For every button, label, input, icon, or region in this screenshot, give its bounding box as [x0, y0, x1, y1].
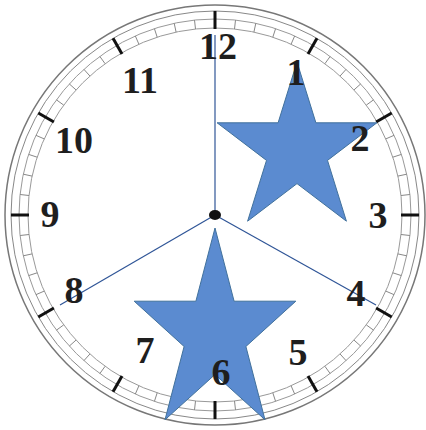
minute-tick — [20, 195, 29, 196]
minute-tick — [401, 235, 410, 236]
clock-numeral: 8 — [65, 271, 84, 309]
hour-tick — [308, 38, 317, 54]
minute-tick — [100, 366, 105, 373]
minute-tick — [56, 325, 63, 330]
minute-tick — [84, 69, 90, 76]
hour-tick — [308, 376, 317, 392]
clock-numeral: 10 — [55, 121, 93, 159]
minute-tick — [135, 36, 139, 44]
tick-marks — [11, 11, 419, 419]
clock-numeral: 2 — [351, 119, 370, 157]
hour-tick — [376, 308, 392, 317]
clock-numeral: 7 — [136, 331, 155, 369]
minute-tick — [29, 273, 38, 276]
minute-tick — [291, 386, 295, 394]
minute-tick — [354, 340, 361, 346]
minute-tick — [36, 291, 44, 295]
clock-numeral: 3 — [369, 196, 388, 234]
minute-tick — [154, 29, 157, 38]
star-shape — [134, 228, 296, 420]
minute-tick — [340, 354, 346, 361]
minute-tick — [195, 401, 196, 410]
minute-tick — [154, 393, 157, 402]
minute-tick — [325, 56, 330, 63]
minute-tick — [23, 174, 32, 176]
minute-tick — [273, 29, 276, 38]
clock-rim-inner — [11, 11, 419, 419]
minute-tick — [20, 235, 29, 236]
minute-tick — [386, 291, 394, 295]
minute-tick — [254, 23, 256, 32]
minute-tick — [366, 325, 373, 330]
minute-tick — [398, 174, 407, 176]
clock-numeral: 9 — [41, 195, 60, 233]
clock-numeral: 5 — [289, 333, 308, 371]
minute-tick — [325, 366, 330, 373]
minute-tick — [273, 393, 276, 402]
minute-tick — [56, 100, 63, 105]
minute-tick — [100, 56, 105, 63]
clock-rim — [5, 5, 425, 425]
clock-numeral: 6 — [212, 353, 231, 391]
hour-tick — [113, 38, 122, 54]
minute-tick — [235, 401, 236, 410]
minute-tick — [84, 354, 90, 361]
minute-tick — [354, 84, 361, 90]
hour-tick — [113, 376, 122, 392]
minute-tick — [23, 254, 32, 256]
minute-ring-outer — [19, 19, 411, 411]
clock-numeral: 4 — [347, 274, 366, 312]
hour-tick — [38, 113, 54, 122]
minute-tick — [69, 340, 76, 346]
minute-tick — [386, 135, 394, 139]
hour-tick — [11, 214, 29, 217]
minute-tick — [340, 69, 346, 76]
minute-tick — [195, 20, 196, 29]
minute-tick — [29, 154, 38, 157]
minute-tick — [398, 254, 407, 256]
clock-numeral: 1 — [287, 53, 306, 91]
hour-tick — [376, 113, 392, 122]
clock-numeral: 12 — [199, 27, 237, 65]
minute-tick — [291, 36, 295, 44]
hour-tick — [214, 401, 217, 419]
minute-tick — [69, 84, 76, 90]
minute-tick — [393, 273, 402, 276]
minute-tick — [401, 195, 410, 196]
minute-tick — [366, 100, 373, 105]
hour-tick — [38, 308, 54, 317]
minute-tick — [135, 386, 139, 394]
minute-tick — [36, 135, 44, 139]
center-pin — [209, 210, 221, 220]
minute-tick — [174, 23, 176, 32]
hour-tick — [401, 214, 419, 217]
minute-tick — [393, 154, 402, 157]
clock-numeral: 11 — [122, 61, 158, 99]
